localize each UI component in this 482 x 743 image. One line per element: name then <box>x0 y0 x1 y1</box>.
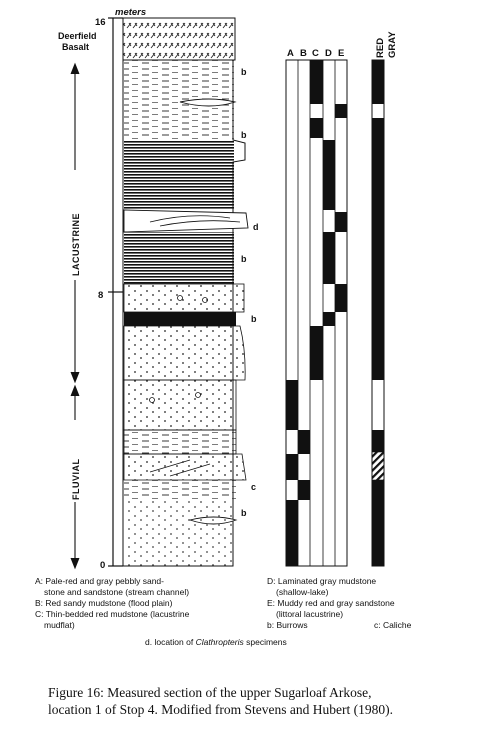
pebbly-bed-1 <box>123 283 245 313</box>
bed-annotations: b b d b b c b <box>241 67 259 518</box>
annotation-burrows-2: b <box>241 130 247 140</box>
annotation-burrows-1: b <box>241 67 247 77</box>
figure-caption: Figure 16: Measured section of the upper… <box>48 684 468 718</box>
cap-unit-label-word-1: Deerfield <box>58 31 97 41</box>
legend: A: Pale-red and gray pebbly sand- stone … <box>35 576 412 647</box>
unit-bracket-lacustrine: LACUSTRINE <box>68 62 82 384</box>
facies-column-label-D: D <box>325 48 332 59</box>
unit-label-fluvial: FLUVIAL <box>71 459 81 501</box>
unit-label-lacustrine: LACUSTRINE <box>71 213 81 276</box>
color-column: RED GRAY <box>371 31 398 567</box>
facies-column-label-E: E <box>338 48 344 59</box>
scale-tick-label-mid: 8 <box>98 290 103 301</box>
scale-unit-label: meters <box>115 7 146 18</box>
figure-caption-line-2: location 1 of Stop 4. Modified from Stev… <box>48 702 393 717</box>
laminated-bed-2 <box>124 232 234 284</box>
legend-d: d. location of Clathropteris specimens <box>145 637 287 647</box>
sandstone-bed-1 <box>123 325 246 381</box>
annotation-clathropteris: d <box>253 222 259 232</box>
laminated-bed-1 <box>124 140 234 210</box>
scale-tick-label-bottom: 0 <box>100 560 105 571</box>
legend-A-line-2: stone and sandstone (stream channel) <box>44 587 189 597</box>
annotation-burrows-4: b <box>251 314 257 324</box>
facies-column-label-A: A <box>287 48 294 59</box>
annotation-burrows-3: b <box>241 254 247 264</box>
dark-mudstone-bed <box>124 312 236 326</box>
legend-b: b: Burrows <box>267 620 308 630</box>
facies-columns: A B C D E <box>285 48 348 567</box>
color-column-label-red: RED <box>375 38 386 58</box>
cap-unit-label-word-2: Basalt <box>62 42 89 52</box>
legend-D-line-2: (shallow-lake) <box>276 587 329 597</box>
cross-bedded-sandstone <box>123 453 247 481</box>
legend-E-line-2: (littoral lacustrine) <box>276 609 343 619</box>
depth-scale: meters 16 8 0 <box>95 7 146 571</box>
legend-A-line-1: A: Pale-red and gray pebbly sand- <box>35 576 164 586</box>
legend-D-line-1: D: Laminated gray mudstone <box>267 576 376 586</box>
color-column-label-gray: GRAY <box>387 31 398 58</box>
figure-caption-line-1: Figure 16: Measured section of the upper… <box>48 685 372 700</box>
lithologic-column <box>122 17 249 567</box>
basalt-bed <box>122 17 236 61</box>
mudstone-bed-lower <box>123 429 237 455</box>
scale-tick-label-top: 16 <box>95 17 106 28</box>
annotation-burrows-5: b <box>241 508 247 518</box>
mudstone-bed-3 <box>124 480 236 500</box>
lens-upper <box>179 98 237 107</box>
facies-column-label-B: B <box>300 48 307 59</box>
legend-c: c: Caliche <box>374 620 412 630</box>
legend-B: B: Red sandy mudstone (flood plain) <box>35 598 173 608</box>
facies-column-label-C: C <box>312 48 319 59</box>
legend-E-line-1: E: Muddy red and gray sandstone <box>267 598 395 608</box>
unit-bracket-fluvial: FLUVIAL <box>68 384 82 570</box>
legend-C-line-2: mudflat) <box>44 620 75 630</box>
basal-sandstone <box>124 500 236 566</box>
annotation-caliche: c <box>251 482 256 492</box>
sandstone-bed-2 <box>123 379 237 431</box>
legend-C-line-1: C: Thin-bedded red mudstone (lacustrine <box>35 609 190 619</box>
